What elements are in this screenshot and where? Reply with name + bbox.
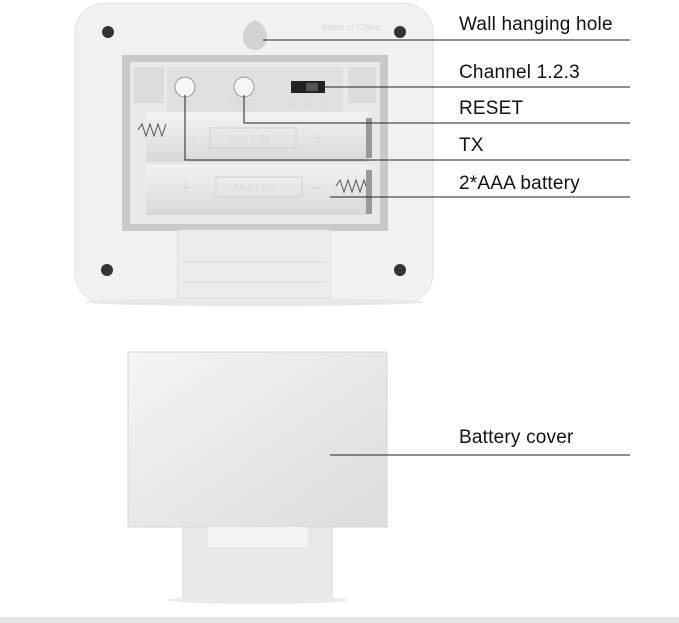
shape [243,95,630,124]
shape [366,118,372,158]
shape [102,26,114,38]
shape: + [312,128,324,150]
shape: AAA 1.5V [228,134,271,145]
label-battery: 2*AAA battery [459,173,580,194]
wall-hanging-hole [243,20,267,50]
screw-icon [101,264,113,276]
shape [306,83,318,91]
leader-lines [184,39,630,456]
shape [366,170,372,214]
shape [134,67,164,103]
shape: AAA 1.5V [232,183,275,194]
shape [335,178,369,194]
made-in-china-text: Made in China [322,22,380,32]
screw-icon [102,26,114,38]
battery-cover [127,351,388,604]
battery-bottom: AAA 1.5V + − [146,165,369,215]
shape [348,67,376,103]
screw-icon [394,26,406,38]
shape [85,298,425,306]
shape: − [186,129,197,149]
shape [168,596,348,604]
shape: RESET [228,99,259,109]
shape: 3 [322,98,327,108]
shape [146,165,368,215]
shape [101,264,113,276]
label-wall-hanging-hole: Wall hanging hole [459,14,613,35]
shape [184,95,630,161]
device-back: Made in China TX RESET 1 2 3 AAA 1.5V − … [74,2,434,306]
label-channel: Channel 1.2.3 [459,62,580,83]
label-tx: TX [459,135,484,156]
shape: 1 [290,98,295,108]
shape: + [180,177,192,199]
shape [215,176,303,198]
reset-button [233,76,255,98]
shape [208,527,308,547]
shape: − [310,178,321,198]
shape: 2 [306,98,311,108]
label-battery-cover: Battery cover [459,427,574,448]
screw-icon [394,264,406,276]
shape [146,112,368,162]
shape [137,122,167,138]
battery-top: AAA 1.5V − + [137,112,368,162]
shape [127,351,388,528]
shape [394,26,406,38]
shape [177,229,331,299]
tx-button [174,76,196,98]
bottom-divider [0,617,679,623]
label-reset: RESET [459,98,524,119]
shape [209,127,297,149]
shape [394,264,406,276]
